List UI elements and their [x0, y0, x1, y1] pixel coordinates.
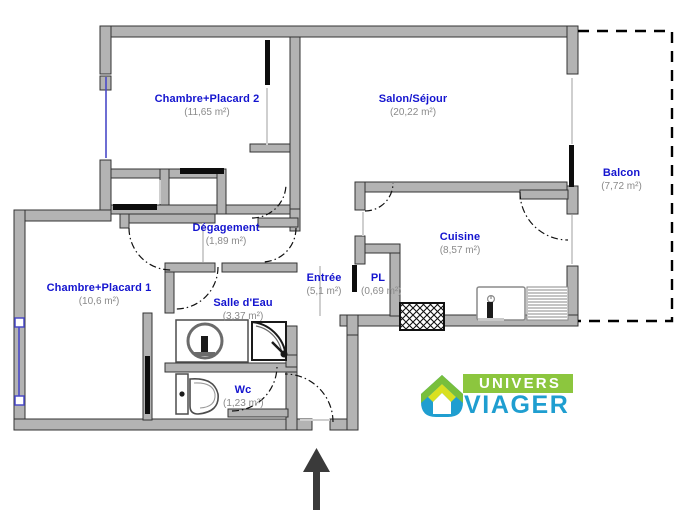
cooktop-icon [399, 302, 445, 331]
threshold-lines-group [159, 78, 573, 421]
univers-viager-logo[interactable]: UNIVERS VIAGER [418, 372, 578, 422]
corner-shower-icon [251, 321, 288, 361]
logo-univers-text: UNIVERS [478, 375, 562, 392]
house-logo-icon [421, 375, 463, 417]
kitchen-sink-icon [476, 286, 526, 321]
entrance-arrow-icon [303, 448, 330, 510]
draining-board-icon [526, 286, 569, 321]
logo-viager-text: VIAGER [464, 391, 570, 419]
door-swing-group [128, 182, 569, 423]
washbasin-icon [175, 319, 249, 363]
opening-marks-group [113, 40, 574, 414]
balcony-outline [578, 29, 674, 323]
window-symbol-group [14, 77, 107, 406]
logo-banner [463, 374, 573, 393]
toilet-icon [175, 373, 219, 415]
